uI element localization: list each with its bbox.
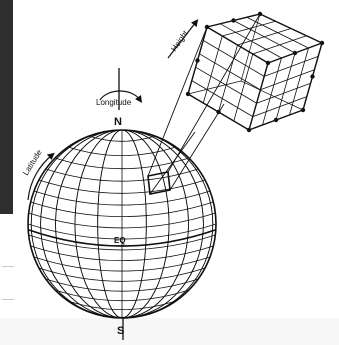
cell-node — [320, 41, 324, 45]
cell-grid-line — [257, 83, 311, 103]
cell-node — [186, 92, 190, 96]
cell-node — [231, 18, 235, 22]
cell-node — [293, 51, 297, 55]
cell-grid-line — [241, 14, 260, 81]
cell-node — [247, 128, 251, 132]
cell-grid-line — [264, 56, 318, 76]
globe — [28, 130, 216, 318]
cell-node — [205, 25, 209, 29]
cell-grid-line — [260, 70, 314, 90]
cell-node — [266, 61, 270, 65]
equator-label: EQ — [114, 236, 126, 245]
cell-grid-line — [238, 29, 292, 46]
height-label: Height — [169, 28, 190, 53]
north-pole-label: N — [114, 116, 122, 128]
cell-node — [216, 110, 220, 114]
3d-grid-cell — [186, 12, 324, 132]
cell-node — [310, 74, 314, 78]
latitude-label: Latitude — [21, 148, 44, 177]
cell-node — [195, 58, 199, 62]
cell-grid-line — [263, 58, 282, 125]
cell-grid-line — [253, 97, 307, 117]
cell-node — [301, 108, 305, 112]
cell-node — [274, 118, 278, 122]
longitude-label: Longitude — [96, 98, 132, 107]
cell-grid-line — [276, 53, 295, 120]
south-pole-label: S — [117, 325, 124, 337]
cell-node — [258, 12, 262, 16]
